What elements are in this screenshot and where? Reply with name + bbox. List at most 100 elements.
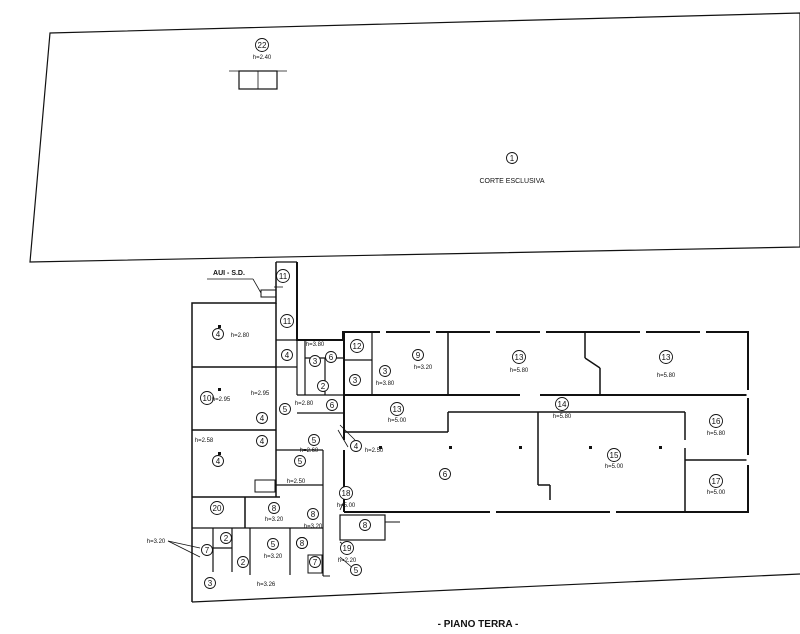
room-number-circle (349, 374, 361, 386)
height-label-320: h=3.20 (147, 539, 166, 545)
room-marker: 5 h=2.50 (287, 455, 306, 485)
room-height-label: h=5.80 (553, 414, 572, 420)
warehouse-walls (344, 332, 748, 512)
room-height-label: h=2.80 (231, 333, 250, 339)
room-number: 17 (712, 477, 721, 486)
room-marker: 6 (439, 468, 451, 480)
room-height-label: h=5.00 (337, 503, 356, 509)
room-height-label: h=5.00 (388, 418, 407, 424)
room-number-circle (294, 455, 306, 467)
room-number: 9 (416, 351, 421, 360)
room-number-circle (210, 501, 224, 515)
room-number: 11 (279, 272, 288, 281)
room-number-circle (308, 434, 320, 446)
room-marker: 9 h=3.20 (412, 349, 433, 371)
room-number-circle (212, 328, 224, 340)
room-marker: 11 (276, 269, 290, 283)
room-number: 3 (353, 376, 358, 385)
room-height-label: h=3.20 (414, 365, 433, 371)
room-number-circle (325, 351, 337, 363)
room-marker: 4 (281, 349, 293, 361)
room-marker: 11 (280, 314, 294, 328)
room-number-circle (340, 541, 354, 555)
room-marker: 16h=5.80 (707, 414, 726, 437)
room-number-circle (339, 486, 353, 500)
room-marker: 12 (350, 339, 364, 353)
room-height-label: h=5.80 (510, 368, 529, 374)
room-marker: 8 h=3.20 (265, 502, 284, 523)
room-height-label: h=3.80 (376, 381, 395, 387)
room-height-label: h=3.80 (306, 342, 325, 348)
room-marker: 22h=2.40 (253, 38, 272, 61)
room-number-circle (350, 339, 364, 353)
court-label: CORTE ESCLUSIVA (479, 178, 544, 185)
room-number: 8 (363, 521, 368, 530)
room-number-circle (317, 380, 329, 392)
room-number-circle (268, 502, 280, 514)
room-marker: 4 h=2.50 (350, 440, 384, 454)
room-number-circle (309, 556, 321, 568)
room-height-label: h=5.80 (657, 373, 676, 379)
room-marker: 3h=3.80 (306, 342, 325, 367)
room-number: 1 (510, 154, 515, 163)
room-number-circle (200, 391, 214, 405)
room-number-circle (350, 564, 362, 576)
room-marker: 8 (359, 519, 371, 531)
room-number-circle (359, 519, 371, 531)
room-number-circle (326, 399, 338, 411)
room-number: 8 (272, 504, 277, 513)
room-height-label: h=2.50 (287, 479, 306, 485)
room-number: 4 (216, 330, 221, 339)
room-number: 19 (343, 544, 352, 553)
room-marker: 6h=2.80 (295, 399, 338, 411)
room-marker: 15h=5.00 (605, 448, 624, 470)
room-marker: 4h=2.95 (251, 391, 270, 424)
room-number: 7 (313, 558, 318, 567)
room-number: 5 (354, 566, 359, 575)
room-marker: 19h=2.20 (338, 541, 357, 564)
room-marker: 7 (309, 556, 321, 568)
room-number: 4 (354, 442, 359, 451)
room-number: 2 (321, 382, 326, 391)
room-number: 2 (241, 558, 246, 567)
room-number: 8 (300, 539, 305, 548)
room-height-label: h=2.95 (212, 397, 231, 403)
room-number-circle (659, 350, 673, 364)
room-marker: 13 h=5.00 (388, 402, 407, 424)
room-marker: 13 h=5.80 (510, 350, 529, 374)
room-number-circle (439, 468, 451, 480)
room-number-circle (256, 412, 268, 424)
room-height-label: h=3.20 (265, 517, 284, 523)
room-marker: 3h=3.80 (376, 365, 395, 387)
room-height-label: h=2.95 (251, 391, 270, 397)
door-openings (342, 330, 750, 514)
room-height-label: h=2.50 (365, 448, 384, 454)
room-number-circle (296, 537, 308, 549)
room-height-label: h=2.40 (253, 55, 272, 61)
room-marker: 8 (296, 537, 308, 549)
room-marker: 20 (210, 501, 224, 515)
column-markers (218, 325, 662, 455)
room-number: 13 (393, 405, 402, 414)
room-number-circle (709, 474, 723, 488)
room-number: 5 (298, 457, 303, 466)
room-number: 6 (443, 470, 448, 479)
room-number-circle (212, 455, 224, 467)
room-number: 4 (285, 351, 290, 360)
room-number-circle (204, 577, 216, 589)
room-number: 2 (224, 534, 229, 543)
room-marker: 2 (317, 380, 329, 392)
room-number: 6 (330, 401, 335, 410)
aui-sd-label: AUI - S.D. (213, 270, 245, 277)
room-number-circle (390, 402, 404, 416)
room-height-label: h=3.20 (304, 524, 323, 530)
room-marker: 4 (256, 435, 268, 447)
room-number: 6 (329, 353, 334, 362)
room-number: 13 (515, 353, 524, 362)
room-number: 14 (558, 400, 567, 409)
room-marker: 2 (237, 556, 249, 568)
room-number: 7 (205, 546, 210, 555)
room-number-circle (412, 349, 424, 361)
